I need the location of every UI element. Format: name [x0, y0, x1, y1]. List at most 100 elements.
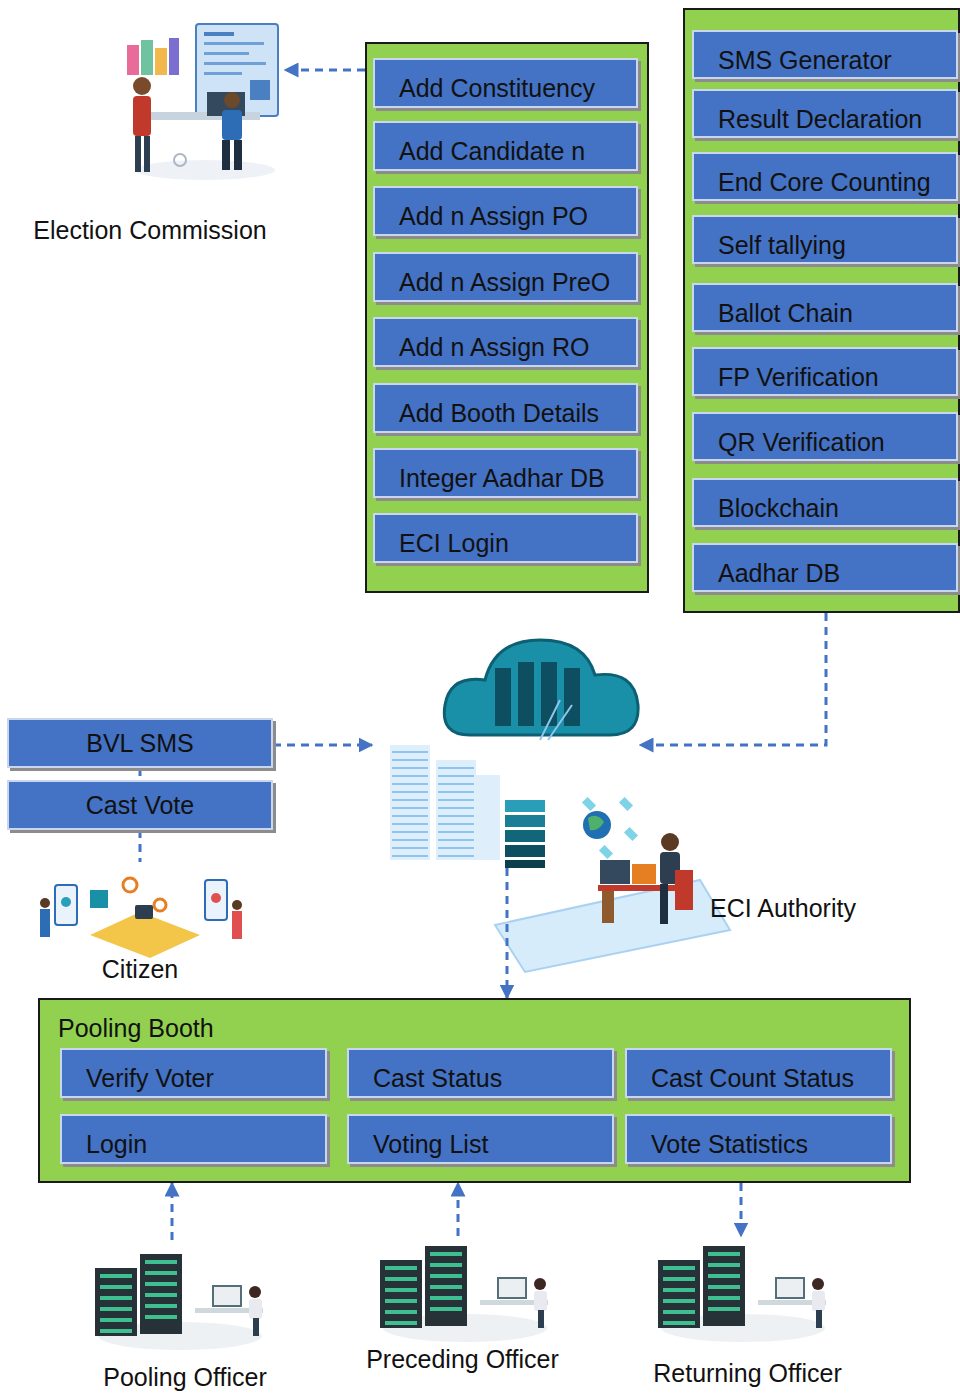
box-label: Login	[80, 1130, 153, 1159]
rack-stripe	[392, 783, 428, 785]
officer-workstation	[380, 1246, 548, 1342]
rack-stripe	[392, 799, 428, 801]
box-label: QR Verification	[712, 428, 891, 457]
rack-stripe	[438, 807, 474, 809]
box-label: Cast Vote	[80, 791, 200, 820]
process-box: Vote Statistics	[625, 1114, 892, 1164]
actor-figure: Preceding Officer	[355, 1236, 570, 1374]
rack-stripe	[392, 839, 428, 841]
dashed-connector	[457, 1183, 460, 1236]
rack-stripe	[392, 815, 428, 817]
box-label: ECI Login	[393, 529, 515, 558]
actor-label: Returning Officer	[640, 1359, 855, 1388]
dashed-connector	[740, 1183, 743, 1236]
process-box: Cast Vote	[7, 780, 273, 830]
rack-stripe	[392, 791, 428, 793]
process-box: Login	[60, 1114, 327, 1164]
rack-stripe	[438, 783, 474, 785]
box-label: Voting List	[367, 1130, 494, 1159]
process-box: Add Candidate n	[373, 121, 638, 171]
panel-heading: Pooling Booth	[58, 1014, 214, 1043]
actor-figure: Citizen	[25, 862, 255, 984]
actor-figure: Election Commission	[15, 15, 285, 245]
actor-figure: Returning Officer	[640, 1236, 855, 1388]
box-label: Result Declaration	[712, 105, 928, 134]
process-box: Aadhar DB	[692, 543, 958, 592]
rack-stripe	[392, 807, 428, 809]
rack-stripe	[438, 831, 474, 833]
process-box: ECI Login	[373, 513, 638, 563]
process-box: Add n Assign PreO	[373, 252, 638, 302]
process-box: Add Constituency	[373, 58, 638, 108]
group-panel: SMS GeneratorResult DeclarationEnd Core …	[683, 8, 960, 613]
box-label: Cast Count Status	[645, 1064, 860, 1093]
dashed-connector	[139, 768, 142, 780]
process-box: Add n Assign PO	[373, 186, 638, 236]
rack-stripe	[392, 831, 428, 833]
cloud-server-illustration	[390, 640, 638, 868]
box-label: SMS Generator	[712, 46, 898, 75]
process-box: Self tallying	[692, 215, 958, 264]
process-box: FP Verification	[692, 347, 958, 396]
dashed-connector	[285, 69, 365, 72]
group-panel: Add ConstituencyAdd Candidate n Add n Ass…	[365, 42, 649, 593]
process-box: End Core Counting	[692, 152, 958, 201]
process-box: Add n Assign RO	[373, 317, 638, 367]
rack-stripe	[438, 799, 474, 801]
process-box: Ballot Chain	[692, 283, 958, 332]
rack-stripe	[438, 767, 474, 769]
process-box: Cast Count Status	[625, 1048, 892, 1098]
rack-stripe	[438, 823, 474, 825]
process-box: SMS Generator	[692, 30, 958, 79]
box-label: Aadhar DB	[712, 559, 846, 588]
box-label: Cast Status	[367, 1064, 508, 1093]
box-label: Add Booth Details	[393, 399, 605, 428]
box-label: Ballot Chain	[712, 299, 859, 328]
process-box: Cast Status	[347, 1048, 614, 1098]
box-label: End Core Counting	[712, 168, 937, 197]
process-box: Voting List	[347, 1114, 614, 1164]
box-label: FP Verification	[712, 363, 885, 392]
actor-figure: ECI Authority	[372, 618, 640, 868]
officer-workstation	[95, 1254, 263, 1350]
process-box: Add Booth Details	[373, 383, 638, 433]
rack-stripe	[438, 791, 474, 793]
box-label: Add Constituency	[393, 74, 601, 103]
actor-label: Citizen	[25, 955, 255, 984]
dashed-connector	[139, 830, 142, 862]
box-label: Verify Voter	[80, 1064, 220, 1093]
process-box: Integer Aadhar DB	[373, 448, 638, 498]
box-label: Add Candidate n	[393, 137, 591, 166]
rack-stripe	[392, 775, 428, 777]
officer-illustrations	[95, 1246, 826, 1350]
dashed-connector	[640, 613, 826, 745]
process-box: Verify Voter	[60, 1048, 327, 1098]
group-panel: Pooling BoothVerify Voter Cast Status Cast…	[38, 998, 911, 1183]
eci-authority-illustration	[495, 797, 730, 972]
rack-stripe	[438, 855, 474, 857]
dashed-connector	[506, 868, 509, 998]
box-label: Add n Assign PO	[393, 202, 594, 231]
box-label: BVL SMS	[80, 729, 199, 758]
dashed-connector	[171, 1183, 174, 1240]
box-label: Add n Assign RO	[393, 333, 595, 362]
process-box: Blockchain	[692, 478, 958, 527]
rack-stripe	[392, 847, 428, 849]
rack-stripe	[438, 815, 474, 817]
box-label: Blockchain	[712, 494, 845, 523]
rack-stripe	[438, 775, 474, 777]
citizen-illustration	[40, 878, 242, 958]
actor-figure: Pooling Officer	[85, 1240, 285, 1392]
rack-stripe	[392, 767, 428, 769]
process-box: BVL SMS	[7, 718, 273, 768]
process-box: QR Verification	[692, 412, 958, 461]
officer-workstation	[658, 1246, 826, 1342]
actor-label: Election Commission	[15, 216, 285, 245]
box-label: Integer Aadhar DB	[393, 464, 611, 493]
rack-stripe	[392, 855, 428, 857]
actor-label: ECI Authority	[710, 894, 856, 923]
dashed-connector	[273, 744, 372, 747]
election-commission-illustration	[127, 24, 278, 180]
box-label: Vote Statistics	[645, 1130, 814, 1159]
process-box: Result Declaration	[692, 89, 958, 138]
